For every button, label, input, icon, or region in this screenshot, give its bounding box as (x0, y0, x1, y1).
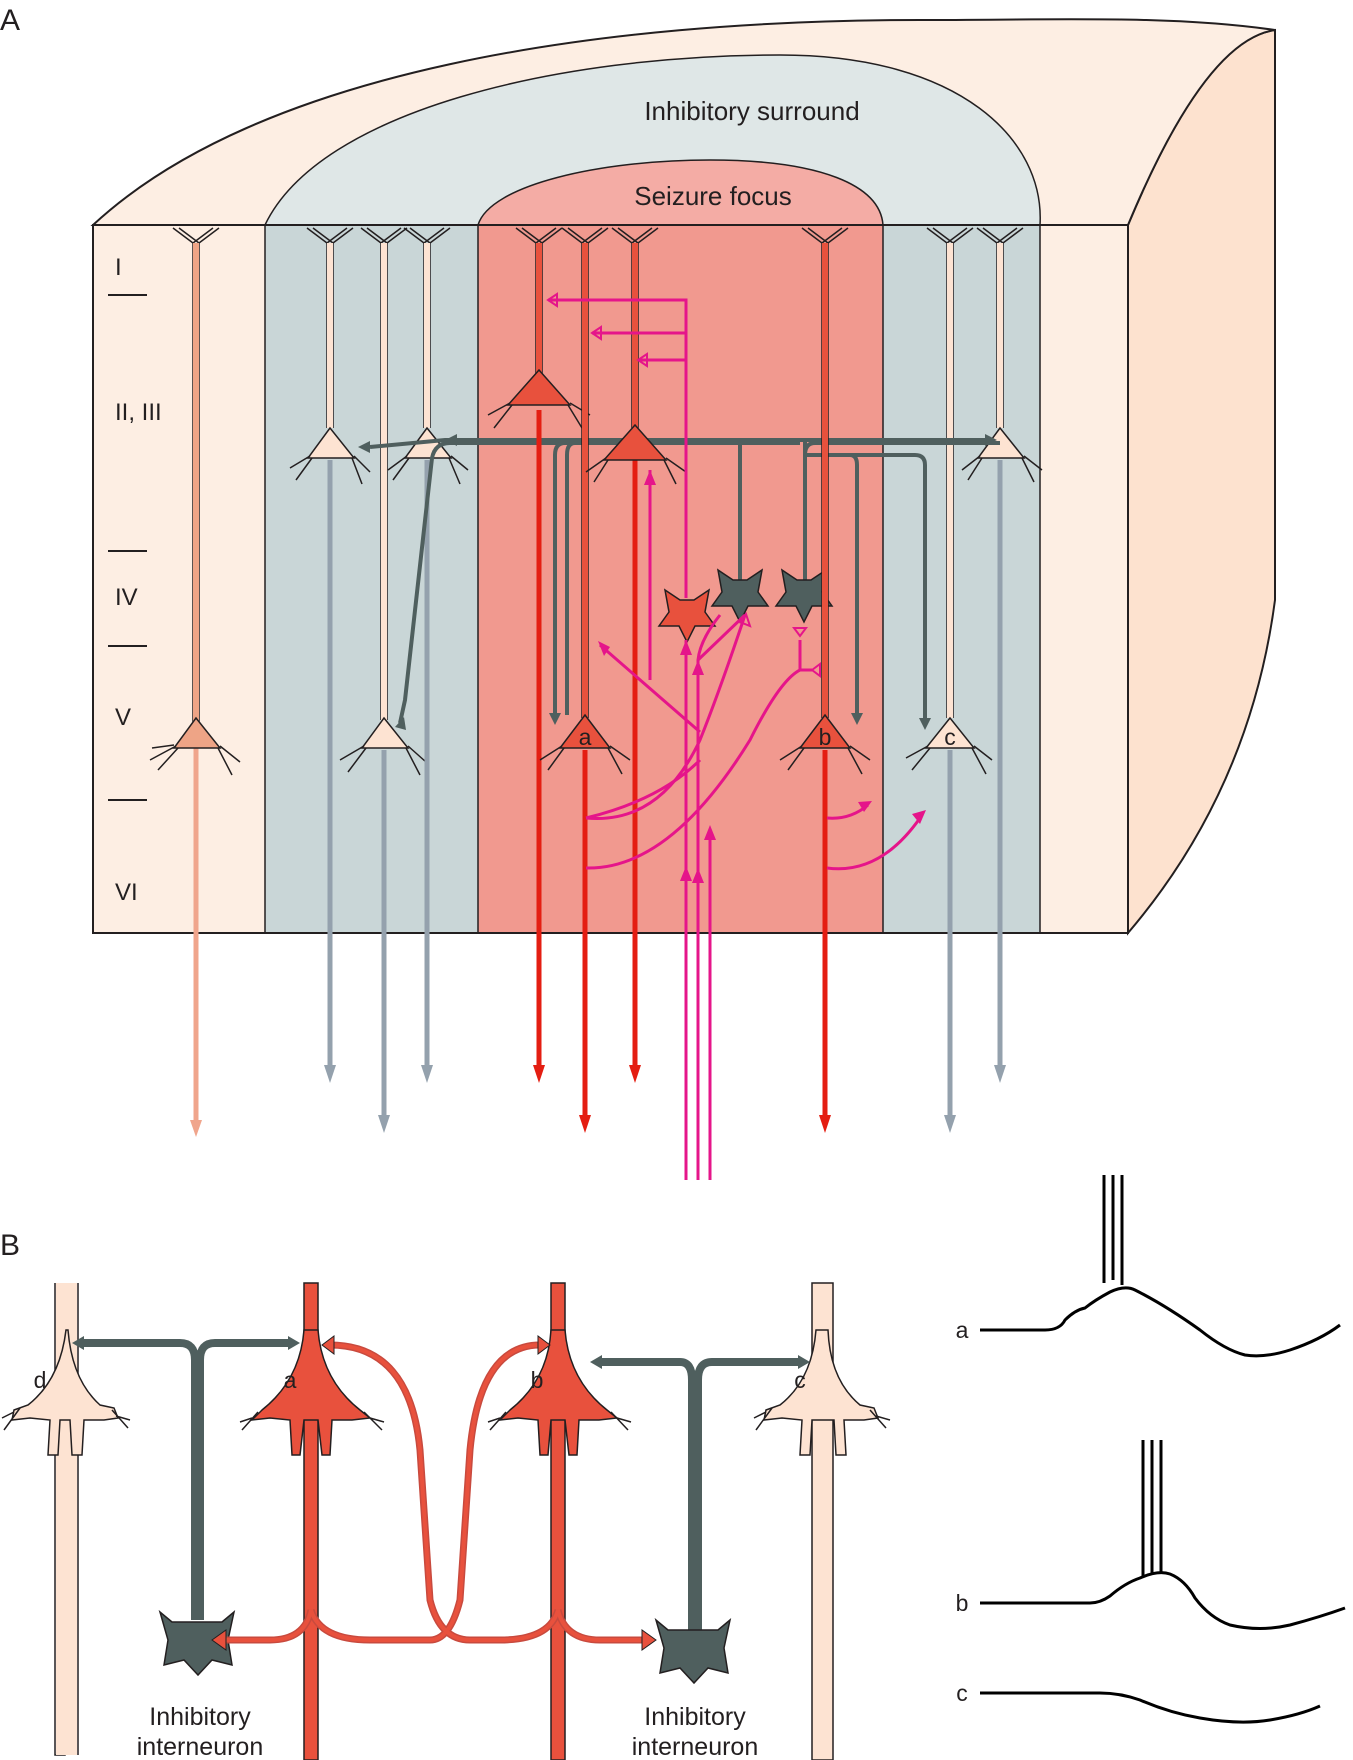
interneuron-caption-left-line1: Inhibitory (149, 1703, 251, 1731)
panel-b-cell-label-c: c (794, 1367, 806, 1393)
panel-b-cell-label-d: d (34, 1367, 47, 1393)
surround-layer23-pyramidal-neuron-1 (289, 227, 371, 1083)
focus-layer5-pyramidal-neuron-b (779, 227, 871, 1133)
surround-layer23-pyramidal-neuron-2 (387, 227, 469, 1083)
afferent-axon-network (548, 298, 922, 1180)
interneuron-caption-right-line1: Inhibitory (644, 1703, 746, 1731)
layer-label-i: I (115, 254, 122, 281)
focus-layer23-pyramidal-neuron-1 (487, 227, 591, 1083)
trace-c (980, 1691, 1321, 1724)
panel-b-neuron-a: a (239, 1282, 385, 1760)
panel-a-cell-label-a: a (579, 724, 592, 750)
panel-a-label: A (0, 4, 20, 37)
afferent-synaptic-terminals (546, 292, 821, 678)
interneuron-synaptic-terminals (358, 434, 997, 730)
afferent-arrowheads (598, 470, 926, 883)
panel-a-cell-label-c: c (944, 724, 956, 750)
panel-b-inhibitory-interneuron-left (72, 1336, 300, 1677)
focus-layer5-pyramidal-neuron-a (539, 227, 631, 1133)
panel-b-neuron-d: d (1, 1283, 131, 1756)
layer-label-v: V (115, 704, 131, 731)
panel-b-neuron-b: b (487, 1282, 632, 1760)
panel-b-neuron-c: c (753, 1282, 891, 1760)
trace-label-a: a (956, 1317, 969, 1343)
interneuron-caption-right-line2: interneuron (632, 1733, 758, 1760)
interneuron-axon-network (369, 438, 1000, 724)
trace-label-b: b (956, 1590, 969, 1616)
layer-label-vi: VI (115, 879, 138, 906)
inhibitory-surround-label: Inhibitory surround (644, 96, 859, 126)
panel-a-cell-label-b: b (819, 724, 832, 750)
surround-layer23-pyramidal-neuron-3 (961, 227, 1043, 1083)
normal-layer5-pyramidal-neuron (149, 227, 241, 1137)
trace-label-c: c (956, 1680, 968, 1706)
excitatory-stellate-cell (657, 588, 717, 644)
seizure-focus-label: Seizure focus (634, 181, 792, 211)
panel-b-recurrent-collaterals-inner (222, 1343, 650, 1642)
trace-b (980, 1440, 1346, 1630)
panel-b-label: B (0, 1229, 20, 1262)
layer-label-iv: IV (115, 584, 138, 611)
surround-layer5-pyramidal-neuron (339, 227, 427, 1133)
focus-cap (476, 159, 884, 226)
panel-b-cell-label-a: a (284, 1367, 297, 1393)
trace-a (980, 1175, 1341, 1358)
surround-layer5-pyramidal-neuron-c (905, 227, 993, 1133)
layer-label-ii-iii: II, III (115, 399, 162, 426)
panel-b-cell-label-b: b (531, 1367, 544, 1393)
interneuron-caption-left-line2: interneuron (137, 1733, 263, 1760)
focus-layer23-pyramidal-neuron-2 (585, 227, 687, 1083)
panel-b-inhibitory-interneuron-right (590, 1355, 810, 1685)
panel-b-collateral-terminals (211, 1335, 657, 1651)
